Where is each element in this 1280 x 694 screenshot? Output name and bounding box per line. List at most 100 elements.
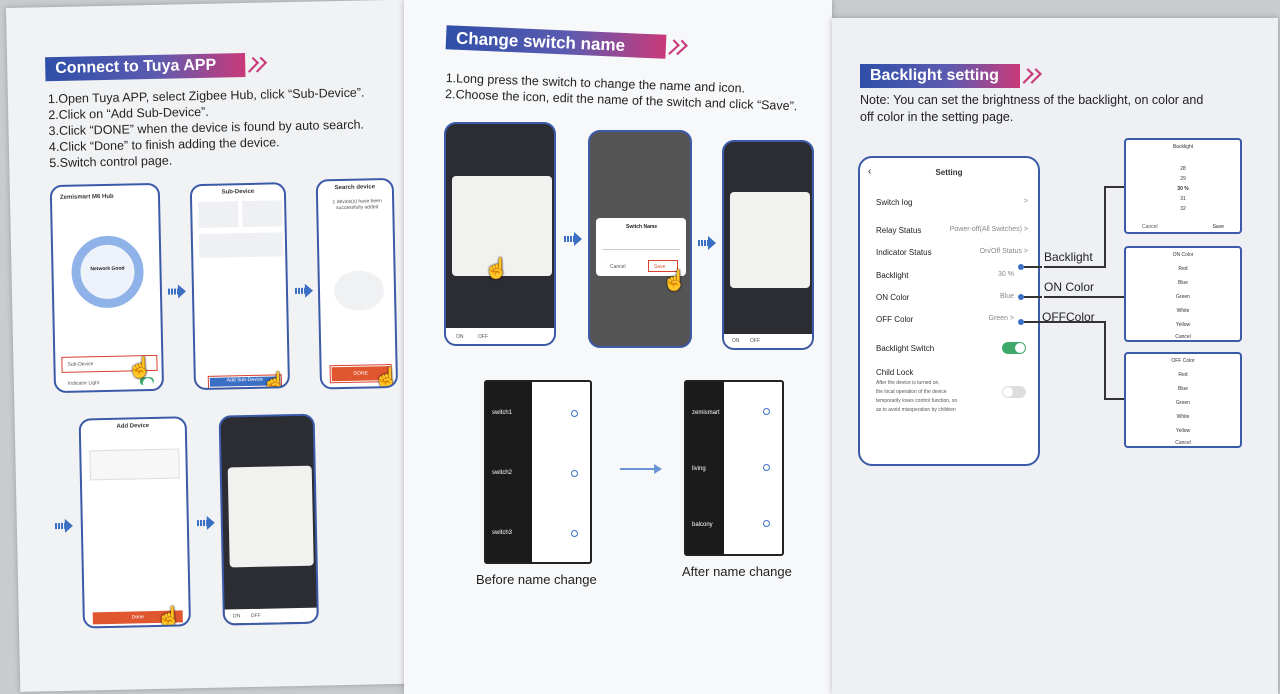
arrow-right-icon bbox=[197, 516, 215, 530]
before-caption: Before name change bbox=[476, 572, 597, 587]
tab-off[interactable]: OFF bbox=[250, 612, 261, 620]
picker-option[interactable]: Yellow bbox=[1175, 428, 1191, 434]
back-chevron-icon[interactable]: ‹ bbox=[868, 166, 872, 177]
hand-pointer-icon: ☝ bbox=[484, 258, 509, 280]
child-lock-toggle[interactable] bbox=[1002, 386, 1026, 398]
row-value: Blue bbox=[999, 293, 1014, 300]
row-value: > bbox=[1023, 198, 1028, 205]
picker-option[interactable]: 28 bbox=[1180, 166, 1186, 172]
backlight-page: Backlight setting Note: You can set the … bbox=[832, 18, 1278, 694]
change-name-page: Change switch name 1.Long press the swit… bbox=[404, 0, 832, 694]
backlight-switch-toggle[interactable] bbox=[1002, 342, 1026, 354]
switch-name-dialog: Switch Name Cancel Save bbox=[596, 218, 686, 276]
tab-on[interactable]: ON bbox=[232, 613, 241, 620]
picker-option[interactable]: 29 bbox=[1180, 176, 1186, 182]
callout-line bbox=[1044, 296, 1124, 298]
backlight-banner: Backlight setting bbox=[860, 64, 1042, 88]
callout-line bbox=[1104, 398, 1124, 400]
picker-save-button[interactable]: Save bbox=[1212, 224, 1224, 230]
connect-page: Connect to Tuya APP 1.Open Tuya APP, sel… bbox=[6, 0, 419, 692]
hub-phone-screenshot: Zemismart M6 Hub Network Good Sub-Device… bbox=[49, 182, 165, 394]
switch-label: living bbox=[692, 466, 706, 472]
tab-off[interactable]: OFF bbox=[750, 338, 760, 344]
on-color-picker: ON Color Red Blue Green White Yellow Can… bbox=[1124, 246, 1242, 342]
picker-option[interactable]: Red bbox=[1178, 372, 1188, 378]
search-message: 1 device(s) have been successfully added bbox=[332, 198, 382, 212]
row-label: Backlight bbox=[876, 271, 909, 280]
callout-line bbox=[1044, 266, 1106, 268]
callout-line bbox=[1104, 186, 1106, 267]
arrow-right-icon bbox=[654, 464, 662, 474]
row-value: Power-off(All Switches) > bbox=[949, 226, 1028, 233]
sub-device-item[interactable]: Sub-Device bbox=[67, 361, 94, 368]
switch-label: balcony bbox=[692, 522, 713, 528]
backlight-note: Note: You can set the brightness of the … bbox=[860, 92, 1203, 126]
picker-option[interactable]: 31 bbox=[1180, 196, 1186, 202]
sub-device-title: Sub-Device bbox=[221, 188, 255, 196]
picker-option[interactable]: Blue bbox=[1177, 386, 1188, 392]
name-input[interactable] bbox=[602, 238, 680, 250]
picker-option[interactable]: White bbox=[1176, 414, 1190, 420]
indicator-dot-icon bbox=[571, 410, 578, 417]
switch-label: zemismart bbox=[692, 410, 720, 416]
row-label: Backlight Switch bbox=[876, 344, 935, 353]
callout-line bbox=[1024, 296, 1042, 298]
picker-option[interactable]: Red bbox=[1178, 266, 1188, 272]
picker-option[interactable]: Yellow bbox=[1175, 322, 1191, 328]
row-child-lock: Child Lock bbox=[876, 368, 1028, 377]
switch-panel-card bbox=[227, 465, 314, 568]
row-label: Switch log bbox=[876, 198, 913, 207]
connect-steps: 1.Open Tuya APP, select Zigbee Hub, clic… bbox=[48, 85, 366, 172]
row-value: Green > bbox=[988, 315, 1015, 322]
picker-cancel-button[interactable]: Cancel bbox=[1142, 224, 1158, 230]
chevron-icon bbox=[663, 35, 690, 60]
picker-option[interactable]: White bbox=[1176, 308, 1190, 314]
switch-label: switch2 bbox=[492, 470, 513, 476]
picker-option-selected[interactable]: 30 % bbox=[1177, 186, 1189, 192]
switch-before: switch1 switch2 switch3 bbox=[484, 380, 592, 564]
tab-off[interactable]: OFF bbox=[478, 334, 488, 340]
device-card bbox=[242, 200, 283, 228]
row-value: On/Off Status > bbox=[979, 248, 1028, 255]
save-button[interactable]: Save bbox=[654, 264, 666, 270]
indicator-dot-icon bbox=[571, 470, 578, 477]
arrow-right-icon bbox=[698, 236, 716, 250]
arrow-right-icon bbox=[564, 232, 582, 246]
hand-pointer-icon: ☝ bbox=[156, 606, 182, 629]
hand-pointer-icon: ☝ bbox=[261, 372, 288, 391]
arrow-right-icon bbox=[295, 284, 313, 298]
picker-cancel-button[interactable]: Cancel bbox=[1175, 440, 1191, 446]
tab-on[interactable]: ON bbox=[456, 334, 464, 340]
row-switch-log[interactable]: Switch log > bbox=[876, 198, 1028, 207]
cancel-button[interactable]: Cancel bbox=[610, 264, 626, 270]
found-device-card bbox=[89, 448, 180, 481]
setting-title: Setting bbox=[935, 168, 963, 177]
hand-pointer-icon: ☝ bbox=[127, 357, 153, 380]
picker-option-selected[interactable]: Blue bbox=[1177, 280, 1188, 286]
picker-option-selected[interactable]: Green bbox=[1176, 400, 1190, 406]
picker-option[interactable]: Green bbox=[1176, 294, 1190, 300]
indicator-dot-icon bbox=[571, 530, 578, 537]
indicator-dot-icon bbox=[763, 520, 770, 527]
picker-option[interactable]: 32 bbox=[1180, 206, 1186, 212]
chevron-icon bbox=[1018, 64, 1044, 88]
network-status: Network Good bbox=[90, 265, 125, 273]
callout-line bbox=[1104, 186, 1124, 188]
connect-banner: Connect to Tuya APP bbox=[45, 53, 268, 82]
search-device-phone-screenshot: Search device 1 device(s) have been succ… bbox=[315, 177, 399, 390]
long-press-phone-screenshot: ☝ ON OFF bbox=[444, 122, 556, 346]
picker-cancel-button[interactable]: Cancel bbox=[1175, 334, 1191, 340]
switch-label: switch1 bbox=[492, 410, 513, 416]
hand-pointer-icon: ☝ bbox=[662, 270, 687, 292]
callout-line bbox=[1024, 321, 1042, 323]
tab-on[interactable]: ON bbox=[732, 338, 740, 344]
tab-bar bbox=[446, 328, 554, 344]
callout-dot bbox=[1018, 294, 1024, 300]
chevron-icon bbox=[243, 53, 269, 77]
